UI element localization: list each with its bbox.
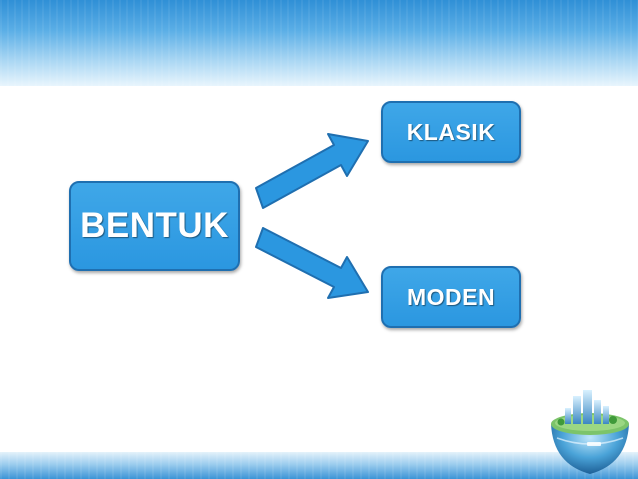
arrow-to-moden [255, 227, 369, 299]
branch-node-klasik: KLASIK [381, 101, 521, 163]
branch-node-label: KLASIK [406, 118, 496, 145]
root-node: BENTUK [69, 181, 240, 271]
arrow-to-klasik [255, 133, 369, 209]
city-globe-icon [551, 390, 629, 474]
root-node-label: BENTUK [80, 206, 229, 245]
branch-node-moden: MODEN [381, 266, 521, 328]
header-band [0, 0, 638, 86]
branch-node-label: MODEN [406, 283, 496, 310]
footer-band [0, 452, 638, 479]
